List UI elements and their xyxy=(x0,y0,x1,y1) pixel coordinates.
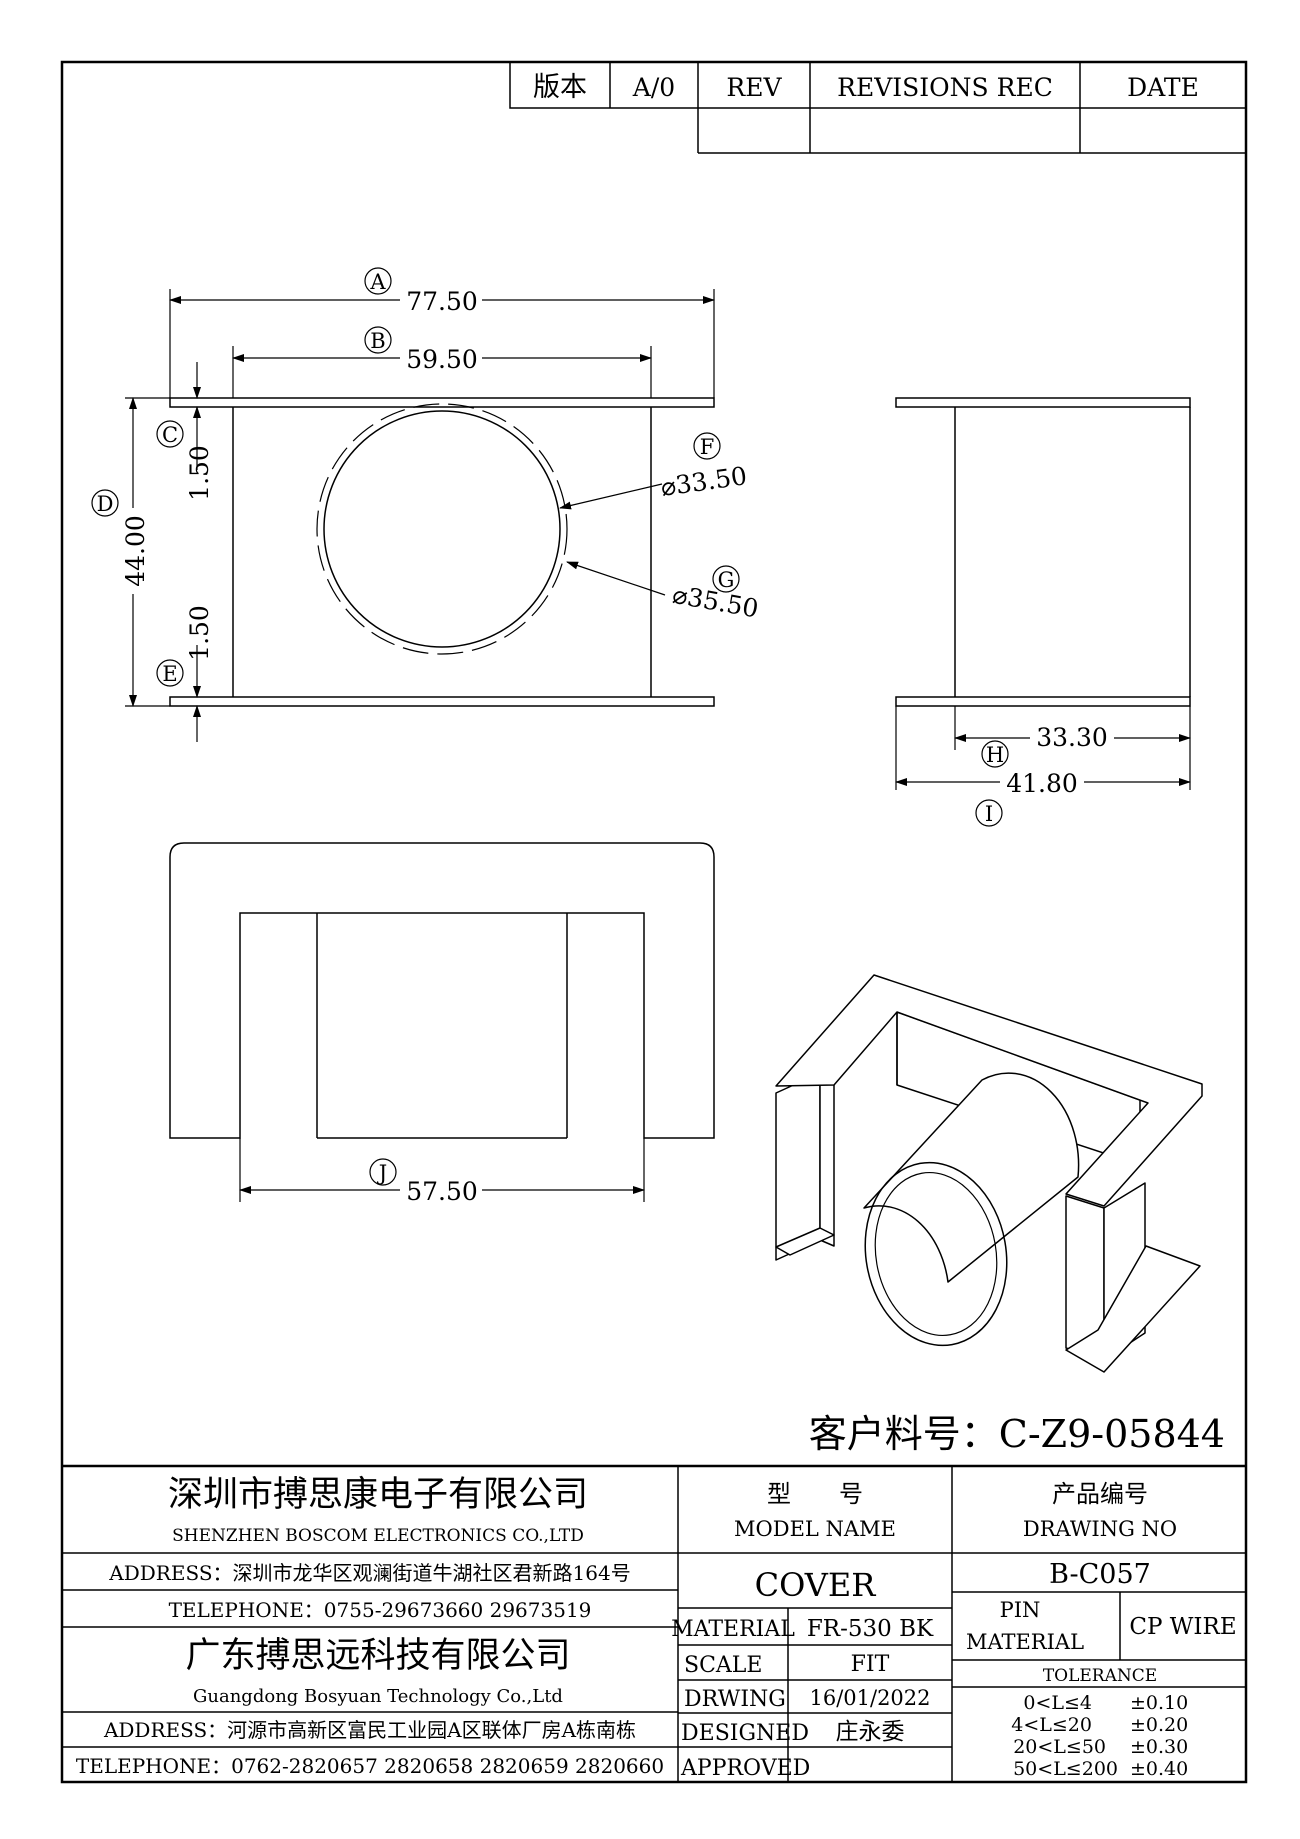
drawing-border xyxy=(60,60,1248,1784)
dim-b-value: 59.50 xyxy=(406,345,478,374)
drawing-no-label-en: DRAWING NO xyxy=(1023,1517,1177,1541)
scale-value: FIT xyxy=(851,1652,890,1677)
dimension-b: B 59.50 xyxy=(232,326,652,398)
pin-material-label-1: PIN xyxy=(1000,1598,1041,1622)
side-view xyxy=(895,397,1191,707)
marker-f: F xyxy=(700,435,715,459)
dimension-j: J 57.50 xyxy=(239,1138,645,1206)
tolerance-label: TOLERANCE xyxy=(1043,1666,1157,1686)
title-block: 深圳市搏思康电子有限公司 SHENZHEN BOSCOM ELECTRONICS… xyxy=(62,1464,1246,1782)
dim-h-value: 33.30 xyxy=(1036,723,1108,752)
isometric-view xyxy=(775,974,1203,1373)
company1-telephone: TELEPHONE：0755-29673660 29673519 xyxy=(169,1598,592,1622)
customer-part-number: 客户料号：C-Z9-05844 xyxy=(809,1412,1225,1456)
dimension-g: G ⌀35.50 xyxy=(566,561,761,624)
marker-d: D xyxy=(97,492,114,516)
dimension-d: D 44.00 xyxy=(91,397,170,707)
rev-header: REV xyxy=(726,73,782,102)
tolerance-value: ±0.10 xyxy=(1130,1692,1188,1714)
dim-g-value: ⌀35.50 xyxy=(670,580,760,624)
dimension-a: A 77.50 xyxy=(169,267,715,398)
designed-value: 庄永委 xyxy=(836,1719,905,1745)
dim-f-value: ⌀33.50 xyxy=(659,461,749,502)
model-label-en: MODEL NAME xyxy=(734,1517,896,1541)
marker-b: B xyxy=(370,329,385,353)
company1-name-cn: 深圳市搏思康电子有限公司 xyxy=(168,1475,588,1515)
dimension-f: F ⌀33.50 xyxy=(559,432,749,510)
material-label: MATERIAL xyxy=(671,1617,795,1642)
dimension-h: H 33.30 xyxy=(954,706,1191,790)
tolerance-value: ±0.40 xyxy=(1130,1758,1188,1780)
tolerance-value: ±0.30 xyxy=(1130,1736,1188,1758)
approved-label: APPROVED xyxy=(680,1756,810,1781)
revisions-header: REVISIONS REC xyxy=(837,73,1053,102)
model-label-cn: 型 号 xyxy=(767,1480,863,1508)
pin-material-value: CP WIRE xyxy=(1129,1614,1236,1640)
marker-g: G xyxy=(718,568,735,592)
drawing-no-value: B-C057 xyxy=(1049,1559,1151,1590)
marker-a: A xyxy=(369,270,386,294)
dim-d-value: 44.00 xyxy=(121,515,150,587)
dim-c-value: 1.50 xyxy=(185,445,214,501)
marker-i: I xyxy=(985,802,993,826)
tolerance-range: 0<L≤4 xyxy=(1023,1692,1092,1714)
marker-c: C xyxy=(162,423,178,447)
tolerance-rows: 0<L≤4 ±0.10 4<L≤20 ±0.20 20<L≤50 ±0.30 5… xyxy=(1011,1692,1188,1780)
dim-a-value: 77.50 xyxy=(406,287,478,316)
marker-j: J xyxy=(377,1161,387,1185)
scale-label: SCALE xyxy=(684,1653,762,1678)
company2-telephone: TELEPHONE：0762-2820657 2820658 2820659 2… xyxy=(76,1754,664,1778)
core-hole-circle xyxy=(323,410,561,648)
top-view xyxy=(169,842,715,1139)
dimension-i: I 41.80 xyxy=(895,706,1191,827)
company1-name-en: SHENZHEN BOSCOM ELECTRONICS CO.,LTD xyxy=(172,1526,584,1546)
material-value: FR-530 BK xyxy=(807,1616,934,1642)
core-hole-outer-circle xyxy=(316,403,568,655)
revision-table: 版本 A/0 REV REVISIONS REC DATE xyxy=(509,62,1246,154)
company2-name-cn: 广东搏思远科技有限公司 xyxy=(185,1636,570,1676)
tolerance-range: 4<L≤20 xyxy=(1011,1714,1092,1736)
marker-h: H xyxy=(986,743,1004,767)
drawing-date-value: 16/01/2022 xyxy=(809,1686,930,1710)
version-value: A/0 xyxy=(632,73,675,102)
pin-material-label-2: MATERIAL xyxy=(966,1630,1084,1654)
company1-address: ADDRESS：深圳市龙华区观澜街道牛湖社区君新路164号 xyxy=(108,1561,630,1585)
drawing-date-label: DRWING xyxy=(684,1687,786,1712)
dim-i-value: 41.80 xyxy=(1006,769,1078,798)
date-header: DATE xyxy=(1127,73,1199,102)
company2-address: ADDRESS：河源市高新区富民工业园A区联体厂房A栋南栋 xyxy=(103,1718,636,1742)
dimension-c: C 1.50 xyxy=(156,362,214,501)
front-view xyxy=(169,397,715,707)
dim-j-value: 57.50 xyxy=(406,1177,478,1206)
dimension-e: E 1.50 xyxy=(156,605,214,742)
tolerance-range: 20<L≤50 xyxy=(1013,1736,1106,1758)
drawing-no-label-cn: 产品编号 xyxy=(1052,1480,1148,1508)
version-label: 版本 xyxy=(533,72,587,103)
tolerance-range: 50<L≤200 xyxy=(1013,1758,1118,1780)
dim-e-value: 1.50 xyxy=(185,605,214,661)
company2-name-en: Guangdong Bosyuan Technology Co.,Ltd xyxy=(193,1686,563,1707)
tolerance-value: ±0.20 xyxy=(1130,1714,1188,1736)
model-value: COVER xyxy=(755,1566,877,1604)
marker-e: E xyxy=(162,662,177,686)
designed-label: DESIGNED xyxy=(681,1721,809,1746)
